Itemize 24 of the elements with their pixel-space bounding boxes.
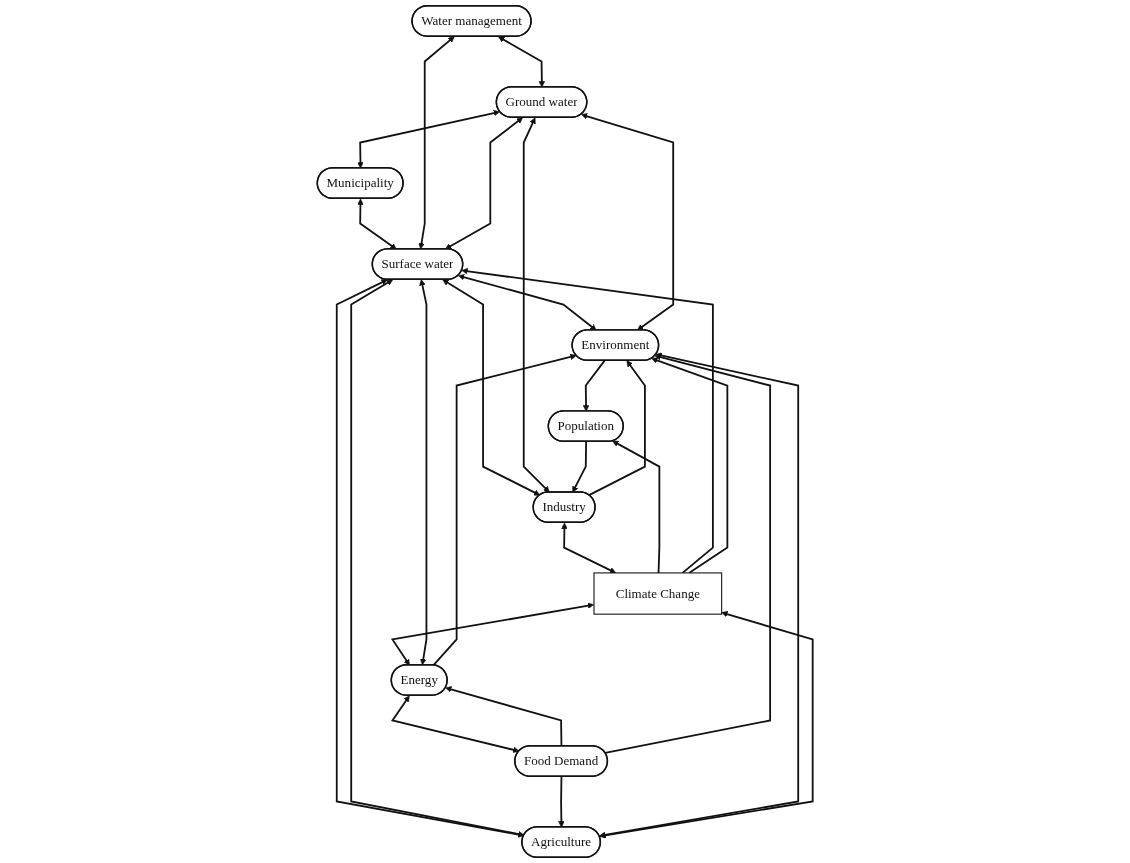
- arrow: [357, 109, 500, 169]
- arrow: [604, 354, 772, 754]
- arrow: [357, 198, 397, 250]
- arrow: [419, 279, 428, 666]
- arrow: [432, 353, 577, 667]
- arrow: [561, 522, 617, 574]
- arrow: [582, 359, 606, 412]
- arrow: [458, 274, 597, 331]
- arrow: [445, 117, 523, 250]
- arrow: [572, 440, 588, 493]
- arrow: [461, 268, 714, 574]
- arrow: [522, 117, 550, 493]
- node-box: Climate Change: [593, 572, 723, 615]
- arrow: [418, 36, 455, 250]
- arrow: [612, 440, 661, 574]
- arrow: [558, 775, 565, 828]
- arrow: [390, 695, 520, 753]
- arrow: [442, 279, 541, 496]
- arrow: [390, 602, 594, 666]
- arrow: [651, 357, 729, 574]
- arrow: [599, 611, 814, 839]
- arrow: [498, 36, 545, 88]
- arrow: [588, 360, 646, 497]
- arrow: [581, 113, 675, 331]
